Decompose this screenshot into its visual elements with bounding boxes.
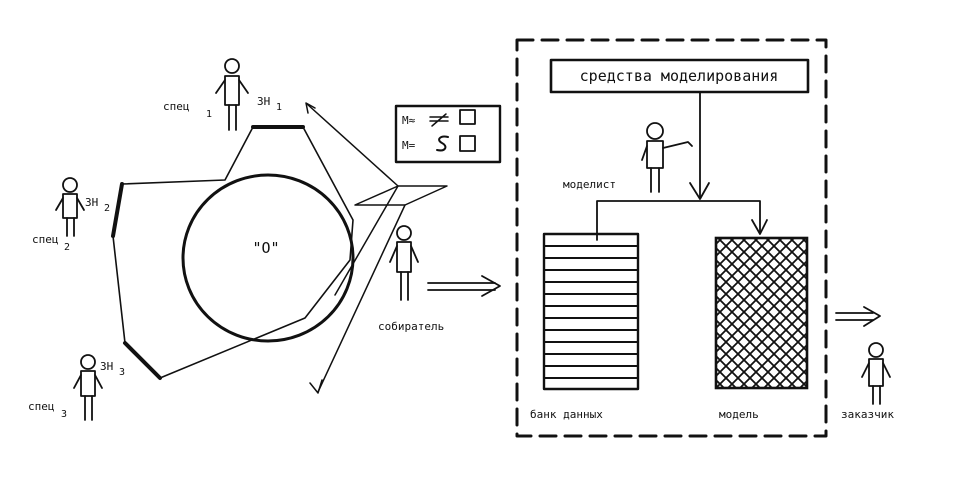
specialist-2: ЗН 2 спец 2 — [32, 177, 110, 253]
double-arrow-shaft — [427, 282, 496, 291]
knowledge-3-sub: 3 — [119, 367, 125, 378]
person-icon — [215, 58, 249, 131]
arrowhead-icon — [481, 275, 501, 297]
collection-funnel — [305, 102, 448, 394]
specialist-2-label: спец — [32, 233, 59, 246]
collector-label: собиратель — [378, 320, 444, 333]
model-hatch — [714, 236, 809, 390]
customer-label: заказчик — [841, 408, 894, 421]
square-icon — [459, 109, 476, 125]
arrowhead-icon — [751, 219, 768, 235]
person-icon — [861, 342, 891, 405]
specialist-3-label: спец — [28, 400, 55, 413]
data-bank-label: банк данных — [530, 408, 603, 421]
double-arrow-shaft — [835, 312, 874, 321]
person-icon — [641, 122, 693, 193]
knowledge-1-sub: 1 — [276, 102, 282, 113]
person-icon — [389, 225, 419, 301]
specialist-3-sub: 3 — [61, 409, 67, 420]
model-block — [714, 236, 809, 390]
knowledge-segment-2 — [111, 182, 124, 238]
knowledge-1-label: ЗН — [257, 95, 270, 108]
collector: собиратель — [378, 225, 444, 333]
knowledge-2-sub: 2 — [104, 203, 110, 214]
person-icon — [73, 354, 103, 421]
data-bank — [542, 232, 640, 391]
arrow-to-customer — [835, 306, 881, 327]
data-bank-stripes — [543, 245, 639, 379]
knowledge-segment-3 — [123, 341, 162, 380]
model-label: модель — [719, 408, 759, 421]
square-icon — [459, 135, 476, 152]
tools-box — [549, 58, 810, 94]
knowledge-3-label: ЗН — [100, 360, 113, 373]
data-bank-frame — [542, 232, 640, 391]
knowledge-2-label: ЗН — [85, 196, 98, 209]
card-frame — [394, 104, 502, 164]
tools-label: средства моделирования — [580, 67, 779, 85]
modeling-environment: средства моделирования моделист банк дан… — [515, 38, 828, 438]
specialist-1-sub: 1 — [206, 109, 212, 120]
person-icon — [55, 177, 85, 237]
object-label: "О" — [252, 239, 279, 257]
knowledge-polygon — [112, 126, 354, 379]
notation-card: М≈ М= — [394, 104, 502, 164]
funnel-outline — [306, 103, 448, 206]
card-row1-prefix: М≈ — [402, 114, 416, 127]
arrowhead-icon — [689, 182, 710, 200]
dashed-boundary — [515, 38, 828, 438]
distribution-line — [596, 200, 761, 241]
arrowhead-icon — [305, 102, 316, 114]
approx-icon — [429, 113, 449, 127]
object-group: "О" — [111, 125, 355, 380]
specialist-1-label: спец — [163, 100, 190, 113]
squiggle-icon — [436, 135, 449, 152]
object-circle — [181, 173, 355, 343]
funnel-arrow-down — [317, 204, 406, 393]
card-row2-prefix: М= — [402, 139, 416, 152]
customer: заказчик — [841, 342, 894, 421]
specialist-1: спец 1 ЗН 1 — [163, 58, 282, 131]
arrowhead-icon — [863, 306, 881, 327]
specialist-2-sub: 2 — [64, 242, 70, 253]
funnel-line-down — [334, 185, 399, 296]
specialist-3: ЗН 3 спец 3 — [28, 354, 125, 421]
arrowhead-icon — [309, 379, 323, 394]
arrow-to-modeling — [427, 275, 501, 297]
modeler-label: моделист — [563, 178, 616, 191]
